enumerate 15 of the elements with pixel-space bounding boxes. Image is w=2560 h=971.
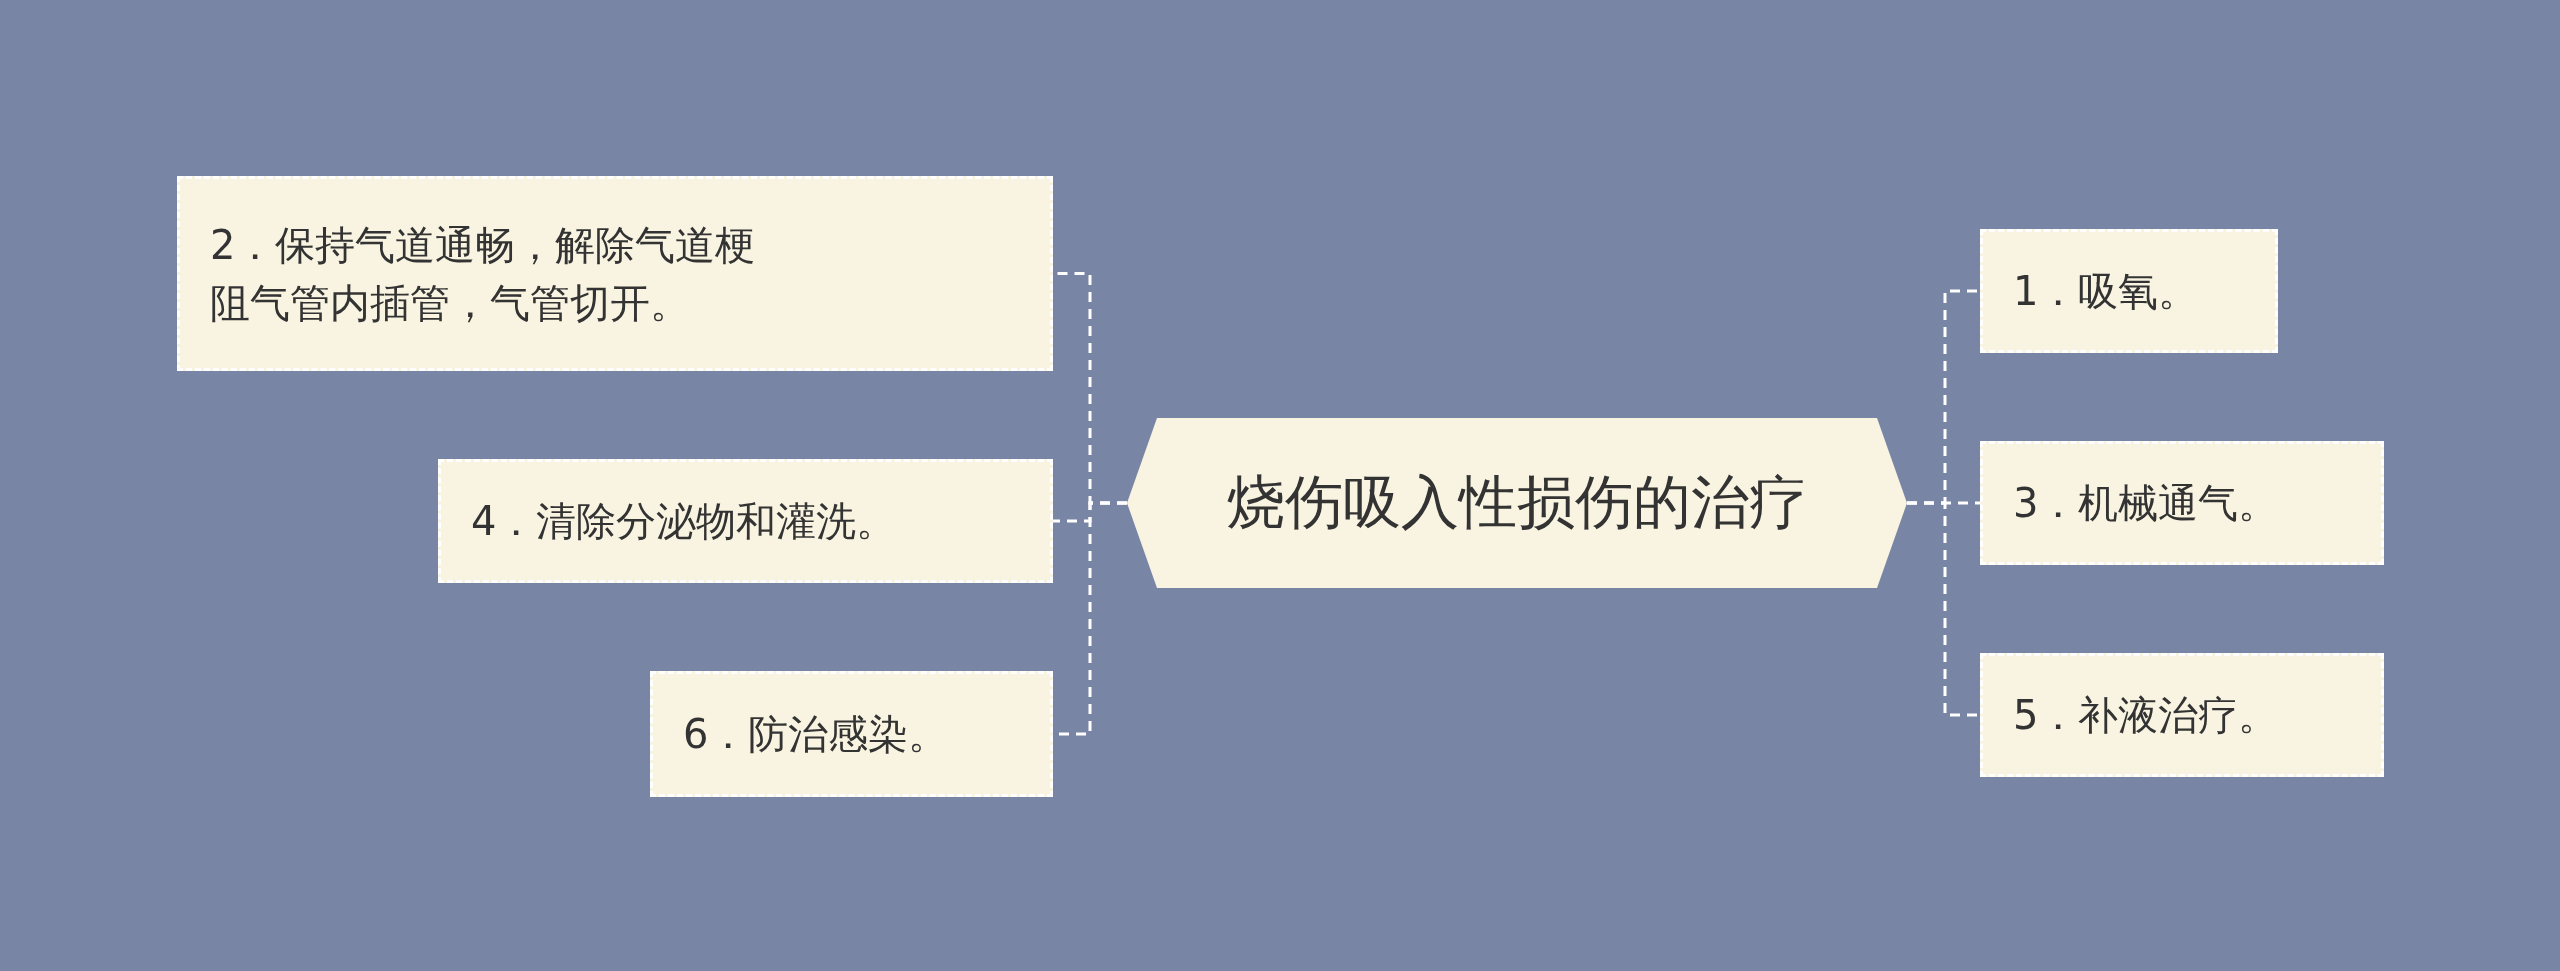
topic-box <box>177 176 1053 371</box>
connector-line <box>1907 501 1980 717</box>
topic-hexagon <box>1127 418 1907 588</box>
topic-box <box>438 459 1053 583</box>
topic-text: 5．补液治疗。 <box>2013 691 2279 740</box>
central-topic: 烧伤吸入性损伤的治疗 <box>1227 467 1807 538</box>
topic-box <box>1980 441 2384 565</box>
topic-text: 4．清除分泌物和灌洗。 <box>471 497 897 546</box>
topic-text: 6．防治感染。 <box>683 710 949 759</box>
topic-text: 3．机械通气。 <box>2013 479 2279 528</box>
topic-box <box>1980 229 2278 353</box>
topic-box <box>650 671 1053 797</box>
topic-text: 2．保持气道通畅，解除气道梗阻气管内插管，气管切开。 <box>210 220 757 328</box>
topic-box <box>1980 653 2384 777</box>
topic-text: 1．吸氧。 <box>2013 267 2199 316</box>
